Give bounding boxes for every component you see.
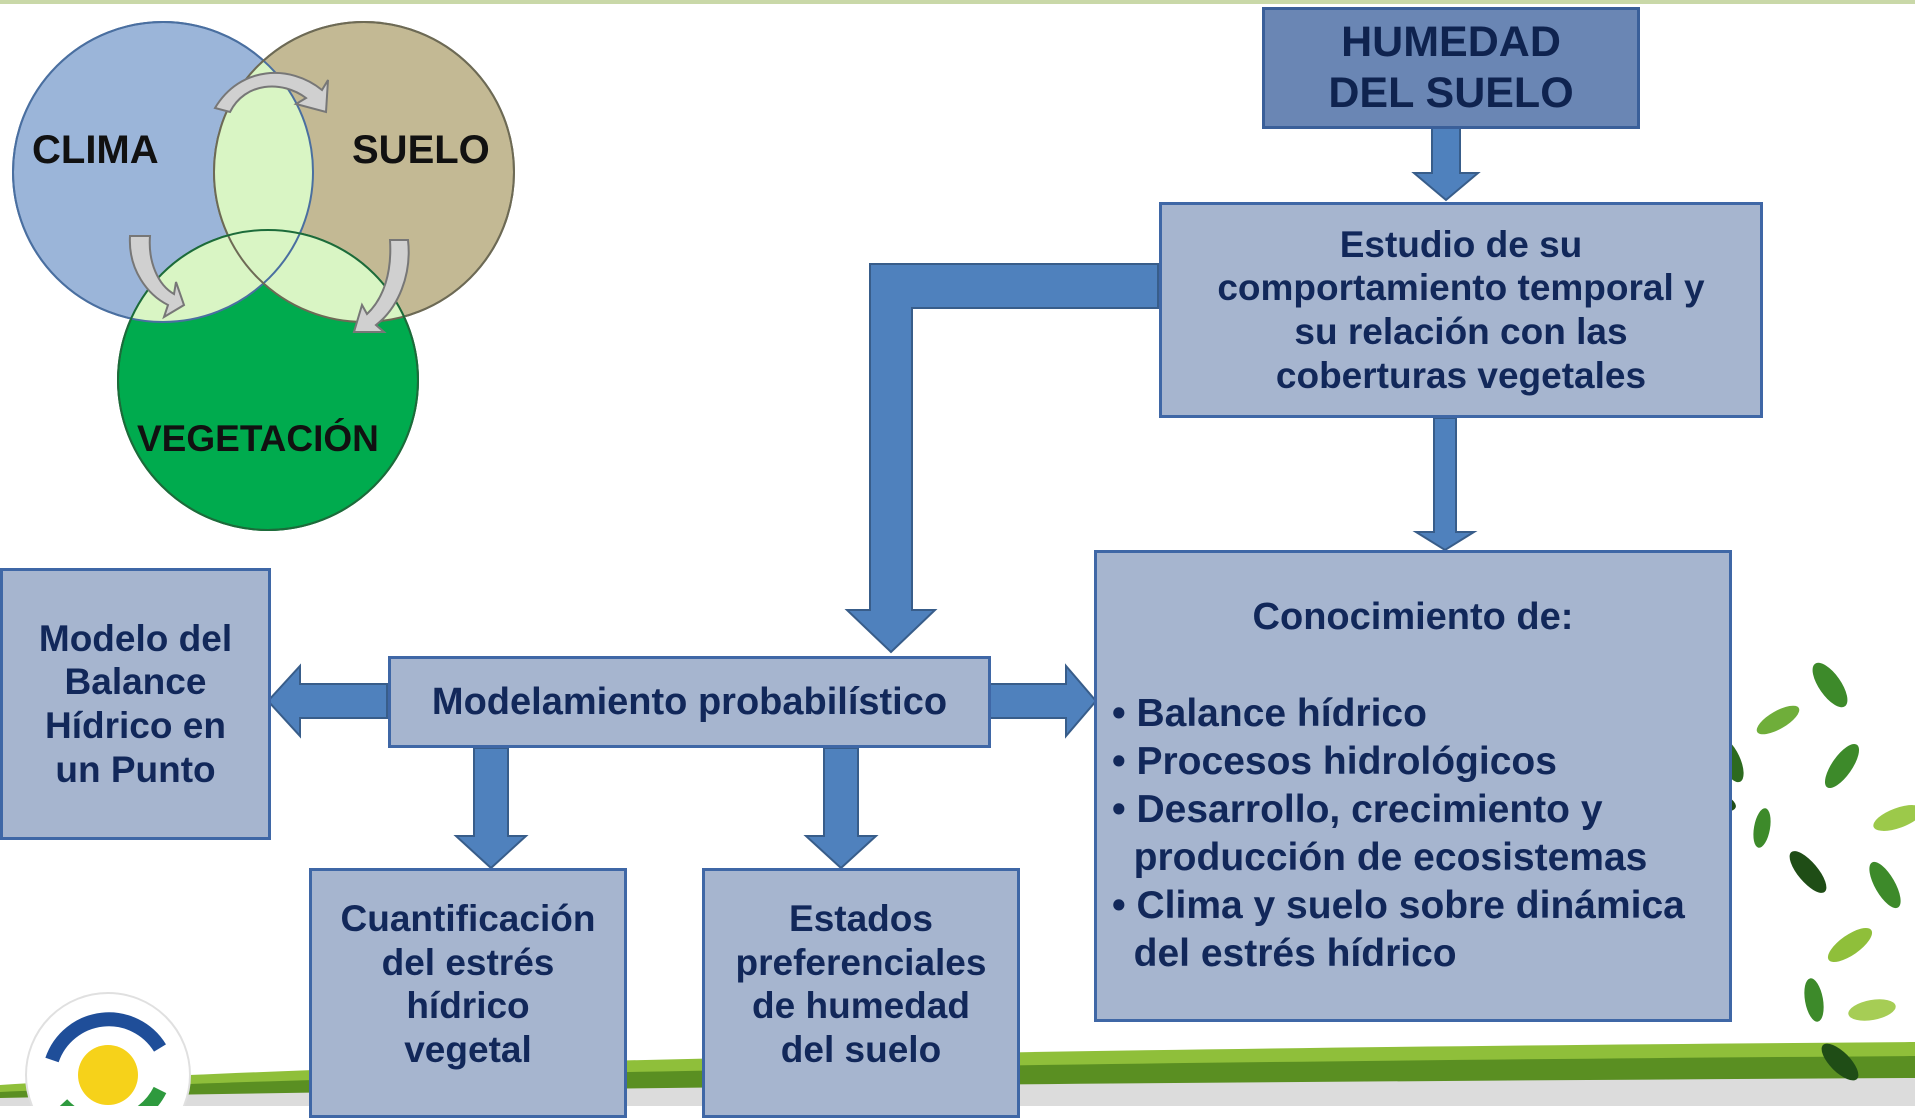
box-modelamiento-probabilistico: Modelamiento probabilístico xyxy=(388,656,991,748)
arrow-modelamiento-to-conocimiento xyxy=(989,663,1098,739)
arrow-modelamiento-to-estados xyxy=(803,747,879,870)
arrow-estudio-to-modelamiento xyxy=(844,263,1159,654)
venn-overlap-suelo-vegetacion xyxy=(214,230,418,322)
box-modelo-balance-hidrico: Modelo del Balance Hídrico en un Punto xyxy=(0,568,271,840)
box-estudio-label: Estudio de su comportamiento temporal y … xyxy=(1217,223,1705,396)
flow-arrows xyxy=(266,127,1481,870)
box-conocimiento xyxy=(1094,550,1732,1022)
conocimiento-item: • Desarrollo, crecimiento y xyxy=(1112,788,1603,831)
box-cuantificacion-label: Cuantificación del estrés hídrico vegeta… xyxy=(340,898,596,1070)
arrow-modelamiento-to-modelo-balance xyxy=(266,663,388,739)
box-estados-label: Estados preferenciales de humedad del su… xyxy=(735,898,987,1070)
arrow-estudio-to-conocimiento xyxy=(1412,417,1478,552)
conocimiento-item: del estrés hídrico xyxy=(1112,932,1457,975)
logo-icon xyxy=(25,992,191,1106)
arrow-humedad-to-estudio xyxy=(1411,127,1481,202)
conocimiento-title: Conocimiento de: xyxy=(1252,596,1574,638)
box-estados-preferenciales: Estados preferenciales de humedad del su… xyxy=(702,868,1020,1118)
conocimiento-item: • Clima y suelo sobre dinámica xyxy=(1112,884,1685,927)
arrow-modelamiento-to-cuantificacion xyxy=(453,747,529,870)
box-estudio: Estudio de su comportamiento temporal y … xyxy=(1159,202,1763,418)
venn-cycle-arrows xyxy=(128,71,410,333)
box-cuantificacion-estres: Cuantificación del estrés hídrico vegeta… xyxy=(309,868,627,1118)
venn-label-suelo: SUELO xyxy=(352,128,490,172)
conocimiento-list: • Balance hídrico • Procesos hidrológico… xyxy=(1112,690,1712,978)
box-humedad-label: HUMEDAD DEL SUELO xyxy=(1328,18,1574,117)
venn-label-vegetacion: VEGETACIÓN xyxy=(137,418,379,459)
conocimiento-item: producción de ecosistemas xyxy=(1112,836,1648,879)
box-humedad-del-suelo: HUMEDAD DEL SUELO xyxy=(1262,7,1640,129)
conocimiento-item: • Procesos hidrológicos xyxy=(1112,740,1557,783)
venn-label-clima: CLIMA xyxy=(32,128,159,172)
venn-overlap-clima-vegetacion xyxy=(118,230,313,322)
box-modelo-balance-label: Modelo del Balance Hídrico en un Punto xyxy=(38,617,233,790)
top-border-line xyxy=(0,0,1915,4)
conocimiento-item: • Balance hídrico xyxy=(1112,692,1427,735)
box-modelamiento-label: Modelamiento probabilístico xyxy=(431,680,948,723)
